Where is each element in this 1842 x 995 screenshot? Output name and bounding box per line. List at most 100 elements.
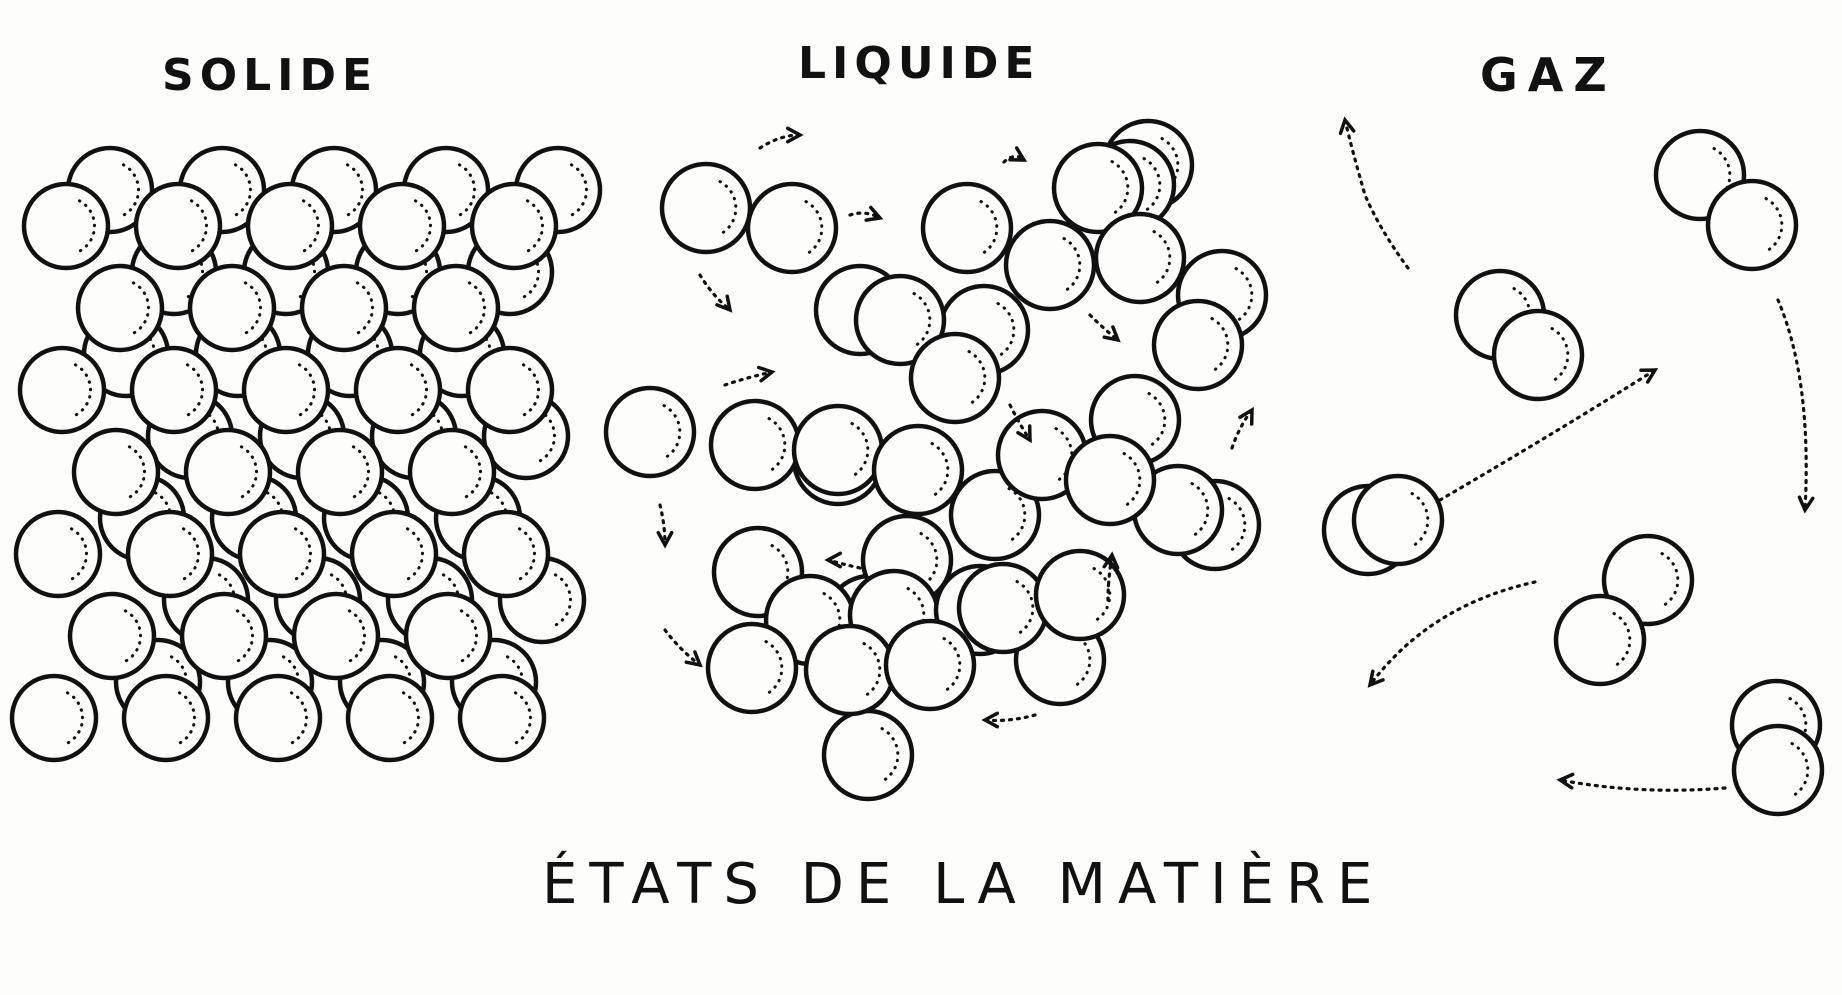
solid-particle [133, 181, 223, 271]
motion-arrow-icon [1102, 325, 1121, 343]
figure-caption: ÉTATS DE LA MATIÈRE [542, 852, 1385, 917]
solid-particle [17, 345, 107, 435]
liquid-particle [1131, 463, 1225, 557]
motion-arrow-icon [824, 551, 843, 569]
liquid-particle [708, 398, 802, 492]
liquid-particle [1093, 211, 1187, 305]
motion-arrow-icon [1338, 116, 1356, 136]
motion-arrow-icon [864, 205, 884, 222]
gas-motion-trail [1368, 580, 1537, 687]
motion-arrow-icon [684, 650, 703, 668]
solid-state-label: SOLIDE [162, 50, 379, 101]
liquid-particle [745, 181, 839, 275]
gas-molecule [1553, 533, 1695, 687]
solid-particle [349, 509, 439, 599]
solid-particle [187, 263, 277, 353]
motion-arrow-icon [1238, 406, 1254, 426]
solid-particle [299, 263, 389, 353]
motion-arrow-icon [656, 530, 674, 549]
liquid-particle [1063, 433, 1157, 527]
solid-particle [75, 263, 165, 353]
motion-arrow-icon [715, 294, 733, 313]
motion-arrow-icon [1797, 495, 1815, 514]
liquid-motion-trail [663, 628, 702, 667]
liquid-particle [1051, 141, 1145, 235]
motion-arrow-icon [1102, 551, 1120, 570]
liquid-motion-trail [1002, 154, 1026, 164]
liquid-particle [659, 161, 753, 255]
gas-molecule [1653, 128, 1799, 272]
gas-molecule [1453, 268, 1585, 402]
solid-particle-lattice [9, 145, 603, 763]
solid-particle [21, 181, 111, 271]
solid-particle [457, 673, 547, 763]
motion-arrow-icon [1556, 772, 1575, 790]
solid-particle [233, 673, 323, 763]
solid-particle [13, 509, 103, 599]
solid-particle [183, 427, 273, 517]
solid-particle [407, 427, 497, 517]
solid-particle [291, 591, 381, 681]
liquid-particle [956, 561, 1050, 655]
liquid-particle [603, 385, 697, 479]
liquid-particle [871, 423, 965, 517]
motion-arrow-icon [1016, 424, 1032, 444]
solid-particle [411, 263, 501, 353]
gas-particle [1491, 308, 1585, 402]
motion-arrow-icon [785, 126, 804, 144]
solid-particle [245, 181, 335, 271]
solid-particle [403, 591, 493, 681]
solid-particle [241, 345, 331, 435]
motion-arrow-icon [756, 365, 776, 383]
gas-molecule [1321, 473, 1445, 577]
solid-particle [67, 591, 157, 681]
liquid-motion-trail [658, 503, 667, 547]
solid-particle [9, 673, 99, 763]
gas-particle [1705, 178, 1799, 272]
solid-particle [179, 591, 269, 681]
gas-molecule [1729, 678, 1825, 817]
solid-particle [469, 181, 559, 271]
liquid-particle [920, 181, 1014, 275]
solid-particle [353, 345, 443, 435]
liquid-particle [1151, 298, 1245, 392]
liquid-particle [883, 618, 977, 712]
gas-particle [1553, 593, 1647, 687]
liquid-motion-trail [1106, 553, 1114, 602]
liquid-particle [705, 621, 799, 715]
solid-particle [71, 427, 161, 517]
solid-particle [129, 345, 219, 435]
gas-motion-trail [1438, 368, 1657, 502]
solid-particle [237, 509, 327, 599]
liquid-motion-trail [848, 211, 882, 220]
motion-arrow-icon [981, 711, 1000, 729]
solid-particle [121, 673, 211, 763]
gas-motion-trail [1558, 778, 1727, 792]
gas-particle-pairs [1321, 116, 1825, 817]
gas-particle [1731, 723, 1825, 817]
gas-motion-trail [1776, 298, 1808, 512]
solid-particle [465, 345, 555, 435]
liquid-particle [1033, 548, 1127, 642]
solid-particle [295, 427, 385, 517]
liquid-state-label: LIQUIDE [798, 38, 1041, 89]
liquid-particle [803, 623, 897, 717]
liquid-particle [791, 403, 885, 497]
liquid-motion-trail [723, 370, 774, 387]
liquid-particle [853, 273, 947, 367]
liquid-particle-cluster [603, 118, 1269, 802]
liquid-particle [908, 331, 1002, 425]
solid-particle [125, 509, 215, 599]
liquid-particle [821, 708, 915, 802]
liquid-particle [1003, 218, 1097, 312]
solid-particle [345, 673, 435, 763]
solid-particle [461, 509, 551, 599]
solid-particle [357, 181, 447, 271]
gas-motion-trail [1343, 118, 1410, 270]
liquid-motion-trail [698, 273, 732, 312]
motion-arrow-icon [1639, 368, 1659, 384]
motion-arrow-icon [1367, 669, 1385, 688]
gas-state-label: GAZ [1480, 48, 1617, 102]
